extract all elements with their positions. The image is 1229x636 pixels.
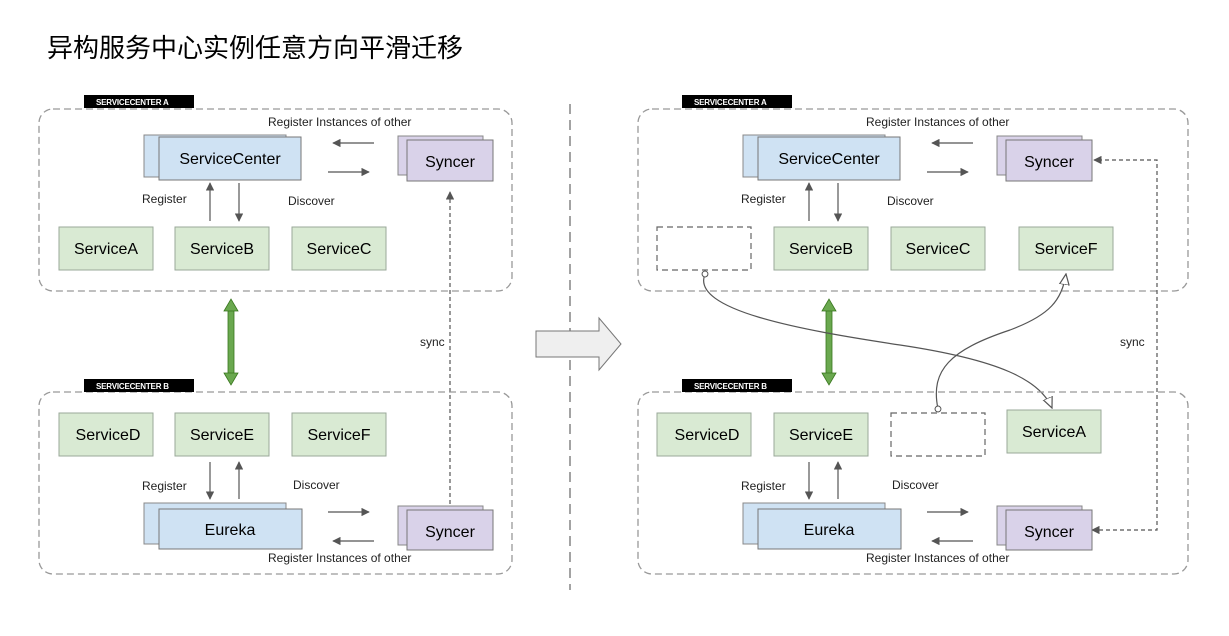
- left-cluster-a: SERVICECENTER A Register Instances of ot…: [38, 95, 513, 292]
- diagram-title: 异构服务中心实例任意方向平滑迁移: [47, 34, 463, 64]
- cluster-tag: [84, 95, 194, 108]
- service-box: [58, 412, 154, 457]
- service-center-label: ServiceCenter: [179, 151, 281, 168]
- service-label: ServiceE: [789, 427, 853, 444]
- service-label: ServiceD: [675, 427, 740, 444]
- cluster-border: [637, 391, 1189, 575]
- left-cluster-b: SERVICECENTER B ServiceD ServiceE Servic…: [38, 379, 513, 575]
- discover-label: Discover: [288, 194, 335, 208]
- service-label: ServiceA: [1022, 424, 1086, 441]
- register-instances-label: Register Instances of other: [268, 551, 411, 565]
- service-label: ServiceF: [1034, 241, 1097, 258]
- register-label: Register: [741, 479, 786, 493]
- service-center-box: [757, 136, 901, 181]
- discover-label: Discover: [892, 478, 939, 492]
- service-box: [773, 226, 869, 271]
- cluster-border: [38, 108, 513, 292]
- migrate-service-f-curve: [936, 274, 1066, 409]
- right-cluster-b: SERVICECENTER B ServiceD ServiceE Servic…: [637, 379, 1189, 575]
- cluster-tag-label: SERVICECENTER B: [96, 382, 169, 391]
- right-panel: SERVICECENTER A Register Instances of ot…: [637, 95, 1189, 575]
- service-box: [291, 412, 387, 457]
- service-label: ServiceD: [76, 427, 141, 444]
- service-label: ServiceF: [307, 427, 370, 444]
- register-label: Register: [741, 192, 786, 206]
- service-label: ServiceE: [190, 427, 254, 444]
- eureka-box: [757, 508, 902, 550]
- service-box: [291, 226, 387, 271]
- syncer-box: [1005, 509, 1093, 551]
- transition-arrow: [535, 316, 622, 372]
- cluster-tag: [84, 379, 194, 392]
- service-label: ServiceB: [789, 241, 853, 258]
- eureka-label: Eureka: [804, 522, 855, 539]
- service-center-label: ServiceCenter: [778, 151, 880, 168]
- service-label: ServiceC: [906, 241, 971, 258]
- syncer-label: Syncer: [425, 524, 475, 541]
- sync-label: sync: [1120, 335, 1145, 349]
- cluster-tag: [682, 95, 792, 108]
- syncer-box: [406, 139, 494, 182]
- right-cluster-a: SERVICECENTER A Register Instances of ot…: [637, 95, 1189, 292]
- register-instances-label: Register Instances of other: [866, 551, 1009, 565]
- left-panel: SERVICECENTER A Register Instances of ot…: [38, 95, 513, 575]
- discover-label: Discover: [887, 194, 934, 208]
- service-box: [174, 226, 270, 271]
- service-box: [890, 226, 986, 271]
- service-box: [58, 226, 154, 271]
- discover-label: Discover: [293, 478, 340, 492]
- eureka-box: [158, 508, 303, 550]
- vacated-slot-box: [656, 226, 752, 271]
- register-instances-label: Register Instances of other: [268, 115, 411, 129]
- service-box: [773, 412, 869, 457]
- vacated-slot-box: [890, 412, 986, 457]
- cluster-tag-label: SERVICECENTER B: [694, 382, 767, 391]
- register-label: Register: [142, 192, 187, 206]
- register-label: Register: [142, 479, 187, 493]
- cluster-tag: [682, 379, 792, 392]
- service-label: ServiceB: [190, 241, 254, 258]
- syncer-box: [406, 509, 494, 551]
- service-label: ServiceA: [74, 241, 138, 258]
- cluster-tag-label: SERVICECENTER A: [694, 98, 767, 107]
- syncer-label: Syncer: [1024, 524, 1074, 541]
- service-box: [1006, 409, 1102, 454]
- syncer-label: Syncer: [425, 154, 475, 171]
- syncer-label: Syncer: [1024, 154, 1074, 171]
- left-bidir-arrow: [223, 298, 239, 386]
- cluster-tag-label: SERVICECENTER A: [96, 98, 169, 107]
- sync-label: sync: [420, 335, 445, 349]
- right-bidir-arrow: [821, 298, 837, 386]
- syncer-box: [1005, 139, 1093, 182]
- service-box: [656, 412, 752, 457]
- service-center-box: [158, 136, 302, 181]
- cluster-border: [38, 391, 513, 575]
- service-box: [174, 412, 270, 457]
- service-label: ServiceC: [307, 241, 372, 258]
- register-instances-label: Register Instances of other: [866, 115, 1009, 129]
- eureka-label: Eureka: [205, 522, 256, 539]
